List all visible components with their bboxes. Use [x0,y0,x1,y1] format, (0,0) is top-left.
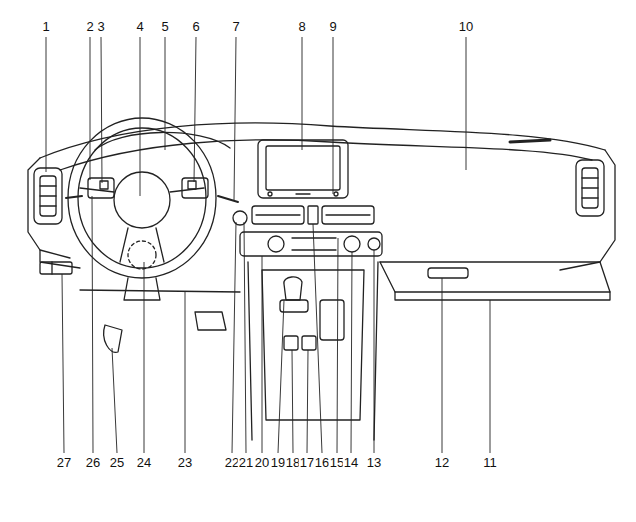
leader-line [46,37,47,172]
leader-line [92,196,93,453]
callout-number: 19 [270,456,286,470]
leader-line [278,300,284,453]
leader-line [112,348,117,453]
callout-number: 25 [109,456,125,470]
leader-line [292,350,293,453]
callout-number: 9 [328,20,337,34]
leader-line [144,262,145,453]
leader-line [442,278,443,453]
leader-line [194,37,196,182]
callout-number: 5 [160,20,169,34]
callout-number: 12 [434,456,450,470]
callout-number: 26 [85,456,101,470]
callout-number: 17 [299,456,315,470]
callout-number: 24 [136,456,152,470]
callout-number: 23 [177,456,193,470]
leader-line [165,37,166,150]
leader-line [302,37,303,150]
callout-number: 8 [297,20,306,34]
callout-number: 27 [56,456,72,470]
callout-number: 3 [96,20,105,34]
leader-line [185,292,186,453]
callout-number: 13 [366,456,382,470]
leader-line [374,250,375,453]
leader-line [307,350,308,453]
leader-line [101,37,102,183]
callout-number: 20 [254,456,270,470]
leader-line [262,256,263,453]
leader-line [490,300,491,453]
callout-number: 1 [41,20,50,34]
leader-line [313,224,322,453]
leader-line [234,37,236,200]
leader-line [90,37,91,180]
leader-line [244,222,246,453]
callout-number: 14 [343,456,359,470]
callout-number: 21 [238,456,254,470]
callout-number: 10 [458,20,474,34]
callout-number: 16 [314,456,330,470]
callout-number: 6 [191,20,200,34]
leader-line [337,238,338,453]
leader-line [232,222,236,453]
leader-line [333,37,334,194]
leader-line [351,252,352,453]
leader-line [466,37,467,170]
callout-number: 2 [85,20,94,34]
callout-number: 4 [135,20,144,34]
callout-number: 7 [231,20,240,34]
leader-line [62,274,64,453]
callout-number: 11 [482,456,498,470]
leader-line [140,37,141,196]
